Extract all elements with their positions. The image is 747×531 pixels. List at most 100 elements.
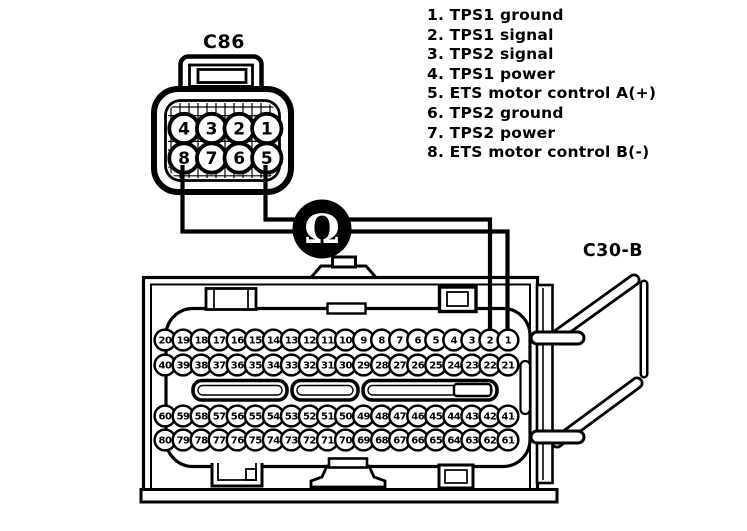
c30b-pin-label: 57 — [213, 412, 226, 423]
c30b-pin-label: 34 — [267, 361, 280, 372]
c30b-pin-label: 58 — [195, 412, 208, 423]
c30b-foot-pedestal — [309, 464, 387, 489]
c30b-pin-label: 16 — [231, 336, 244, 347]
c30b-pin-label: 74 — [267, 436, 280, 447]
c30b-pin-label: 36 — [231, 361, 244, 372]
c86-pin-label: 8 — [178, 149, 190, 169]
c30b-pin-label: 2 — [487, 336, 494, 347]
c30b-slot-2-inner — [296, 384, 354, 396]
c30b-pin-label: 49 — [357, 412, 370, 423]
c30b-pin-label: 52 — [303, 412, 316, 423]
c30b-pin-label: 44 — [447, 412, 460, 423]
c30b-pin-label: 42 — [483, 412, 496, 423]
c30b-keyway-right — [519, 359, 532, 416]
legend-item: 3. TPS2 signal — [427, 45, 554, 64]
c30b-pin-label: 29 — [357, 361, 370, 372]
c30b-pin-label: 59 — [177, 412, 190, 423]
c86-tab-latch — [196, 68, 248, 84]
c30b-side-panel — [535, 283, 554, 485]
c30b-pin-1 — [496, 328, 520, 352]
c30b-foot-notch-left-step — [245, 468, 257, 481]
c30b-pin-label: 66 — [411, 436, 424, 447]
c30b-pin-label: 28 — [375, 361, 388, 372]
c30b-pin-label: 3 — [469, 336, 476, 347]
c30b-pin-label: 45 — [429, 412, 442, 423]
c30b-pin-label: 7 — [396, 336, 403, 347]
c30b-pin-label: 65 — [429, 436, 442, 447]
c30b-slot-3-key — [452, 382, 493, 398]
c30b-latch-left — [204, 287, 258, 311]
c30b-pin-label: 17 — [213, 336, 226, 347]
c30b-pin-label: 79 — [177, 436, 190, 447]
c86-pin-label: 5 — [261, 149, 273, 169]
c30b-pin-label: 5 — [433, 336, 440, 347]
c30b-pin-label: 75 — [249, 436, 262, 447]
c30b-pin-label: 38 — [195, 361, 208, 372]
c30b-pin-label: 30 — [339, 361, 352, 372]
c30b-pin-label: 56 — [231, 412, 244, 423]
c30b-pin-label: 71 — [321, 436, 334, 447]
c30b-pin-label: 21 — [501, 361, 514, 372]
legend-item: 2. TPS1 signal — [427, 25, 554, 44]
c30b-pin-label: 12 — [303, 336, 316, 347]
c30b-pin-label: 20 — [159, 336, 172, 347]
c30b-pin-label: 61 — [501, 436, 514, 447]
c30b-pin-label: 11 — [321, 336, 334, 347]
c30b-slot-1-inner — [197, 384, 283, 396]
c30b-pin-label: 25 — [429, 361, 442, 372]
c30b-pin-label: 78 — [195, 436, 208, 447]
c30b-pin-label: 50 — [339, 412, 352, 423]
c30b-pin-label: 41 — [501, 412, 514, 423]
c30b-pin-label: 68 — [375, 436, 388, 447]
c30b-latch-right — [437, 285, 478, 314]
c30b-latch-right-inner — [446, 291, 469, 307]
c30b-pin-label: 60 — [159, 412, 172, 423]
c30b-pin-label: 76 — [231, 436, 244, 447]
c30b-pin-label: 19 — [177, 336, 190, 347]
c30b-pin-label: 51 — [321, 412, 334, 423]
c30b-pin-41 — [496, 404, 520, 428]
c30b-pin-label: 26 — [411, 361, 424, 372]
c30b-pin-label: 24 — [447, 361, 460, 372]
c30b-pin-label: 1 — [505, 336, 512, 347]
c30b-pin-label: 13 — [285, 336, 298, 347]
c30b-pin-label: 31 — [321, 361, 334, 372]
wire-c86pin5-to-c30bpin2 — [263, 165, 493, 336]
c86-pin-label: 6 — [233, 149, 245, 169]
c30b-pin-label: 43 — [465, 412, 478, 423]
c30b-pin-label: 53 — [285, 412, 298, 423]
c30b-pin-label: 72 — [303, 436, 316, 447]
c30b-base-rail — [139, 488, 559, 504]
c30b-pin-label: 67 — [393, 436, 406, 447]
c86-pin-label: 7 — [206, 149, 218, 169]
c86-pin-label: 4 — [178, 120, 190, 140]
c30b-pin-61 — [496, 428, 520, 452]
ohmmeter-symbol: Ω — [304, 206, 340, 253]
c30b-pin-label: 9 — [360, 336, 367, 347]
c30b-foot-notch-left — [210, 463, 264, 488]
c30b-pin-label: 64 — [447, 436, 460, 447]
c30b-pin-label: 35 — [249, 361, 262, 372]
c30b-pin-label: 69 — [357, 436, 370, 447]
c30b-pin-label: 37 — [213, 361, 226, 372]
legend-item: 7. TPS2 power — [427, 123, 556, 142]
c30b-foot-pedestal-cap — [327, 457, 369, 469]
c30b-pin-label: 73 — [285, 436, 298, 447]
c30b-pin-label: 47 — [393, 412, 406, 423]
legend-item: 1. TPS1 ground — [427, 6, 564, 24]
pin-legend: 1. TPS1 ground 2. TPS1 signal 3. TPS2 si… — [427, 6, 737, 163]
c30b-pin-label: 32 — [303, 361, 316, 372]
c30b-pin-label: 18 — [195, 336, 208, 347]
c30b-pin-label: 15 — [249, 336, 262, 347]
c30b-latch-center — [326, 302, 367, 315]
c30b-pin-label: 55 — [249, 412, 262, 423]
c86-pin-label: 2 — [233, 120, 245, 140]
c30b-pin-label: 70 — [339, 436, 352, 447]
c30b-pin-label: 39 — [177, 361, 190, 372]
c30b-top-tab-cap — [331, 255, 357, 269]
c30b-pin-label: 27 — [393, 361, 406, 372]
c30b-slot-2 — [290, 378, 360, 402]
